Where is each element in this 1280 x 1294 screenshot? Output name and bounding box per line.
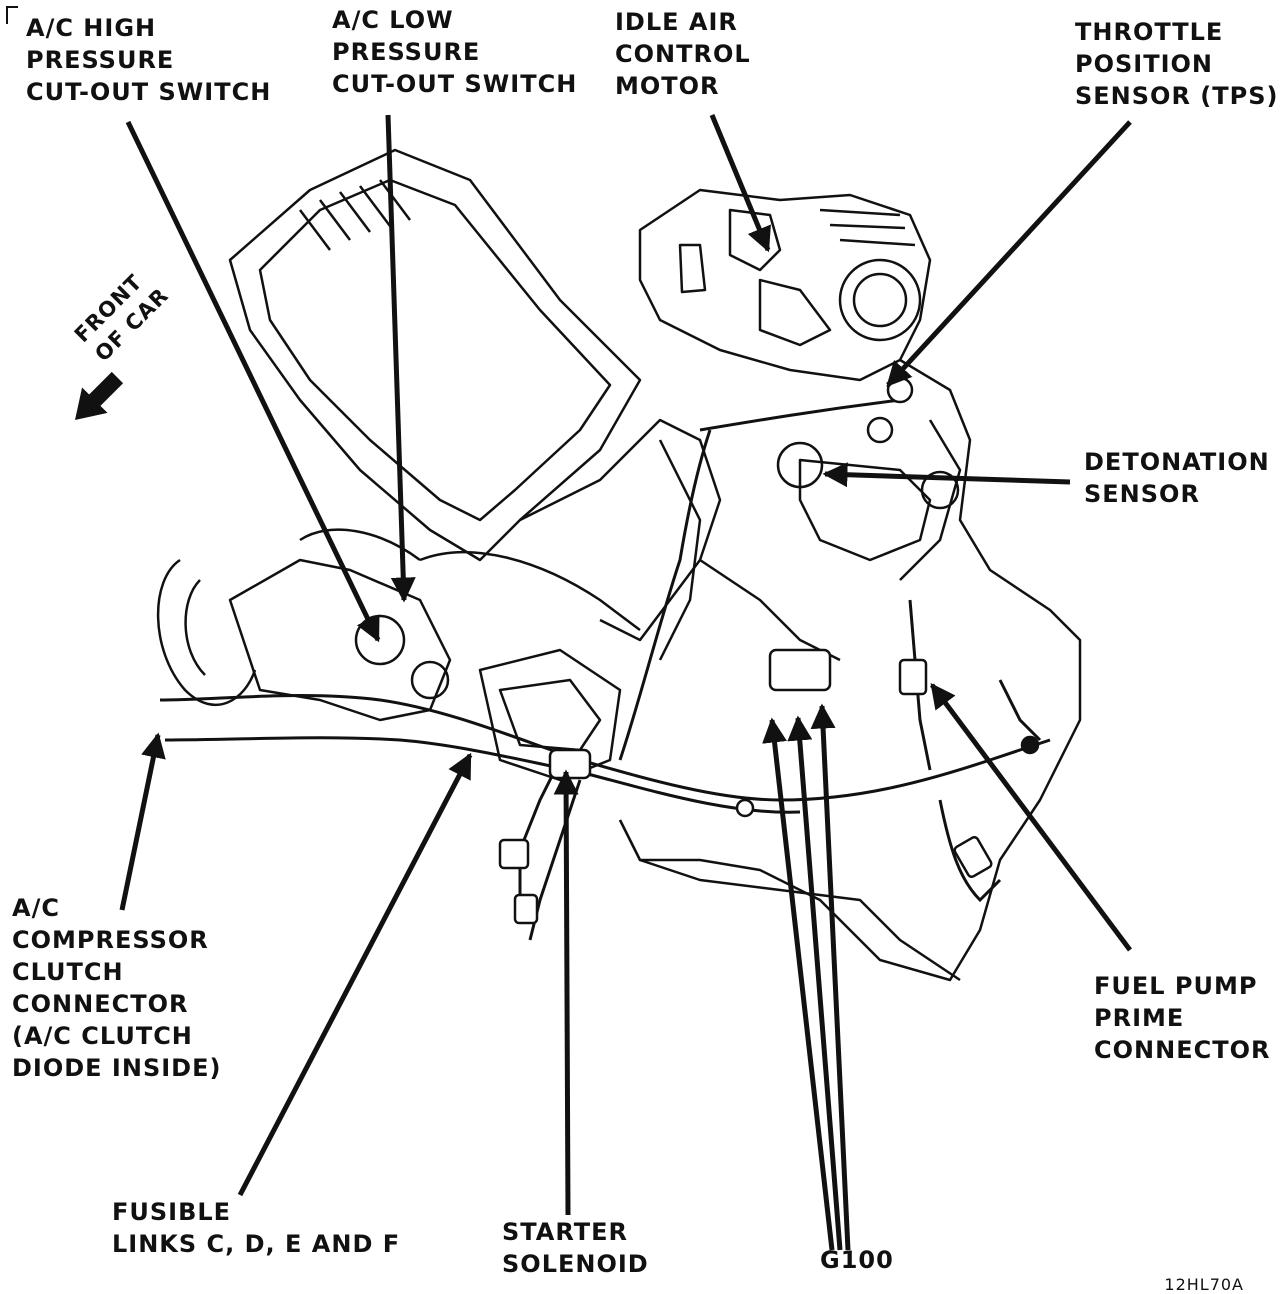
arrow-g100-b [787, 715, 843, 1251]
label-line: G100 [820, 1246, 894, 1274]
leader-arrows [119, 114, 1133, 1251]
arrow-ac-high-pressure [125, 120, 381, 643]
label-starter-solenoid: STARTER SOLENOID [502, 1216, 649, 1280]
label-line: FUEL PUMP [1094, 972, 1258, 1000]
label-line: A/C LOW [332, 6, 454, 34]
label-line: SENSOR [1084, 480, 1200, 508]
label-line: CONNECTOR [12, 990, 189, 1018]
label-line: THROTTLE [1075, 18, 1224, 46]
label-line: A/C [12, 894, 60, 922]
front-of-car-arrow [75, 371, 124, 420]
arrow-g100-c [810, 703, 851, 1251]
label-ac-high-pressure-switch: A/C HIGH PRESSURE CUT-OUT SWITCH [26, 12, 271, 108]
label-fuel-pump-prime-connector: FUEL PUMP PRIME CONNECTOR [1094, 970, 1270, 1066]
arrow-fuel-pump-prime [929, 682, 1133, 952]
corner-mark [6, 6, 18, 24]
label-fusible-links: FUSIBLE LINKS C, D, E AND F [112, 1196, 400, 1260]
label-g100: G100 [820, 1244, 894, 1276]
label-line: FUSIBLE [112, 1198, 232, 1226]
arrow-ac-compressor-clutch [119, 732, 166, 911]
label-line: PRESSURE [332, 38, 481, 66]
label-line: IDLE AIR [615, 8, 738, 36]
arrow-g100-a [762, 717, 835, 1251]
label-line: STARTER [502, 1218, 629, 1246]
label-ac-low-pressure-switch: A/C LOW PRESSURE CUT-OUT SWITCH [332, 4, 577, 100]
label-line: (A/C CLUTCH [12, 1022, 193, 1050]
label-detonation-sensor: DETONATION SENSOR [1084, 446, 1270, 510]
label-throttle-position-sensor: THROTTLE POSITION SENSOR (TPS) [1075, 16, 1278, 112]
reference-code: 12HL70A [1164, 1275, 1244, 1294]
label-line: DETONATION [1084, 448, 1270, 476]
label-line: SENSOR (TPS) [1075, 82, 1279, 110]
label-line: MOTOR [615, 72, 720, 100]
arrow-ac-low-pressure [385, 114, 416, 603]
arrow-fusible-links [237, 752, 473, 1197]
connectors [498, 376, 1040, 925]
label-line: DIODE INSIDE) [12, 1054, 222, 1082]
label-line: CUT-OUT SWITCH [26, 78, 272, 106]
label-line: A/C HIGH [26, 14, 157, 42]
arrow-throttle-position [886, 120, 1132, 387]
label-line: SOLENOID [502, 1250, 649, 1278]
label-line: PRESSURE [26, 46, 175, 74]
arrow-idle-air-control [709, 114, 771, 253]
label-line: LINKS C, D, E AND F [112, 1230, 401, 1258]
label-line: PRIME [1094, 1004, 1185, 1032]
label-line: CUT-OUT SWITCH [332, 70, 578, 98]
label-line: CONTROL [615, 40, 751, 68]
label-idle-air-control-motor: IDLE AIR CONTROL MOTOR [615, 6, 751, 102]
arrow-detonation-sensor [822, 462, 1071, 488]
engine-block [156, 148, 1082, 982]
label-line: POSITION [1075, 50, 1213, 78]
label-line: CLUTCH [12, 958, 124, 986]
label-line: CONNECTOR [1094, 1036, 1271, 1064]
label-line: COMPRESSOR [12, 926, 209, 954]
arrow-starter-solenoid [553, 769, 579, 1216]
label-ac-compressor-clutch-connector: A/C COMPRESSOR CLUTCH CONNECTOR (A/C CLU… [12, 892, 221, 1084]
